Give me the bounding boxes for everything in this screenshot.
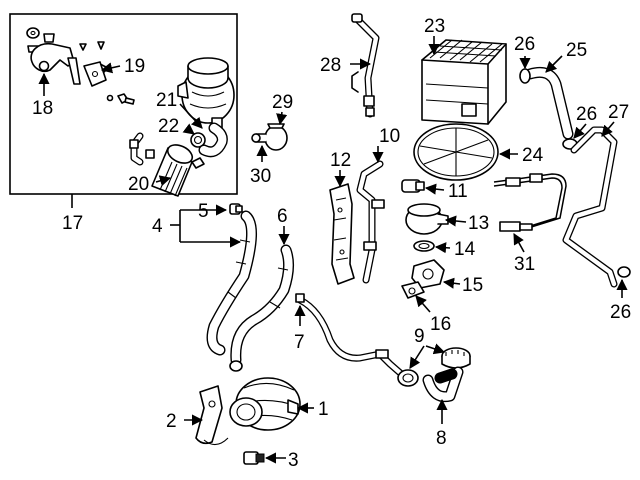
callout-15: 15 (462, 275, 483, 296)
callout-14: 14 (454, 239, 476, 260)
combination-valve-21 (177, 57, 235, 129)
callout-30: 30 (250, 166, 271, 187)
callout-13: 13 (468, 213, 489, 234)
callout-5: 5 (198, 201, 209, 222)
callout-31: 31 (514, 254, 535, 275)
gasket-24 (413, 123, 499, 181)
flange-15 (411, 259, 445, 289)
hose-6 (229, 244, 295, 372)
connector-11 (401, 179, 425, 193)
pipe-10 (356, 160, 385, 284)
callout-27: 27 (608, 102, 629, 123)
canister-23 (421, 39, 507, 125)
connector-3 (243, 451, 265, 465)
callout-7: 7 (294, 332, 305, 353)
callout-2: 2 (166, 411, 177, 432)
bracket-18 (30, 42, 81, 85)
callout-10: 10 (379, 126, 400, 147)
callout-21: 21 (156, 90, 177, 111)
pipe-7 (295, 293, 410, 382)
callout-26b: 26 (576, 104, 597, 125)
callout-23: 23 (424, 16, 445, 37)
sensor-29 (251, 123, 288, 151)
callout-26a: 26 (514, 34, 535, 55)
callout-20: 20 (128, 174, 149, 195)
pipe-28 (351, 13, 380, 118)
gasket-16 (401, 281, 425, 299)
callout-3: 3 (288, 450, 299, 471)
callout-26c: 26 (610, 302, 631, 323)
callout-4: 4 (152, 216, 163, 237)
small-pipe-inset (129, 132, 155, 166)
bracket-19 (83, 61, 135, 105)
callout-12: 12 (330, 150, 351, 171)
connector-5 (229, 203, 243, 215)
callout-11: 11 (448, 181, 468, 202)
callout-leaders (38, 36, 628, 464)
callout-1: 1 (318, 399, 329, 420)
gasket-14 (413, 240, 435, 252)
callout-17: 17 (62, 213, 83, 234)
callout-29: 29 (272, 92, 293, 113)
check-valve-9 (397, 347, 471, 387)
callout-18: 18 (32, 98, 53, 119)
callout-6: 6 (277, 206, 288, 227)
hose-4 (206, 210, 258, 356)
sensor-31 (493, 173, 567, 232)
tube-27 (562, 126, 631, 288)
valve-13 (405, 203, 449, 235)
callout-25: 25 (566, 40, 587, 61)
callout-9: 9 (414, 326, 425, 347)
air-pump-1 (229, 377, 301, 431)
callout-22: 22 (158, 116, 179, 137)
callout-16: 16 (430, 314, 451, 335)
callout-8: 8 (436, 428, 447, 449)
heat-shield-12 (329, 183, 355, 285)
callout-28: 28 (320, 55, 341, 76)
hose-25 (519, 66, 578, 150)
bracket-2 (195, 385, 229, 446)
callout-numbers: 1 2 3 4 5 6 7 8 9 10 11 12 13 14 15 16 1… (32, 16, 631, 471)
callout-24: 24 (522, 145, 544, 166)
hose-8 (422, 366, 464, 403)
clamp-22 (190, 122, 228, 158)
callout-19: 19 (124, 56, 145, 77)
